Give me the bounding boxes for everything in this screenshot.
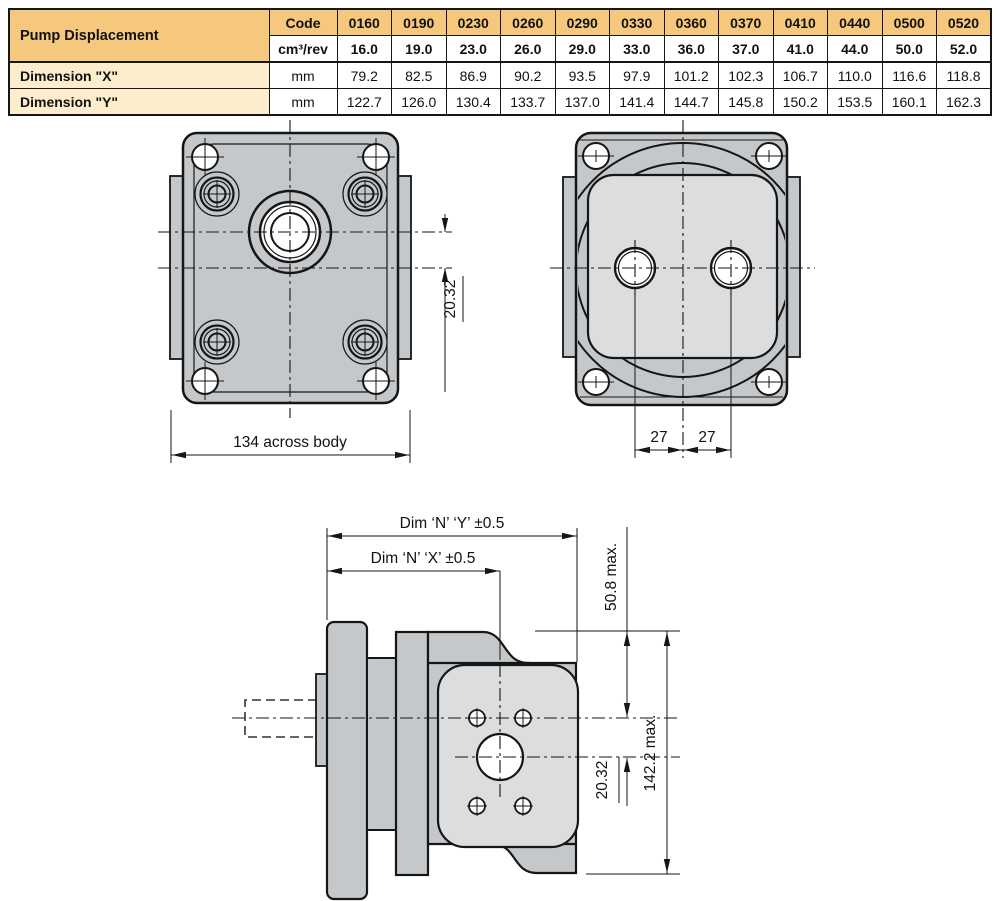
rear-right-tab — [786, 176, 801, 358]
side-dim-x: Dim ‘N’ ‘X’ ±0.5 — [327, 550, 500, 575]
value-cell: 144.7 — [663, 88, 719, 116]
side-neck — [366, 657, 398, 831]
value-cell: 82.5 — [391, 61, 447, 89]
front-dim-width: 134 across body — [170, 410, 411, 463]
value-cell: 79.2 — [336, 61, 392, 89]
code-cell: 0290 — [554, 8, 610, 36]
rear-view: 27 27 — [550, 120, 815, 458]
value-cell: 106.7 — [772, 61, 828, 89]
front-view: 20.32 134 across body — [158, 120, 464, 463]
side-front-section — [394, 630, 430, 877]
unit-cell: mm — [268, 61, 338, 89]
side-dim-top-label: 50.8 max. — [603, 543, 620, 611]
value-cell: 110.0 — [827, 61, 883, 89]
side-dim-height-label: 142.2 max. — [642, 715, 659, 792]
value-cell: 118.8 — [936, 61, 992, 89]
displacement-cell: 19.0 — [391, 35, 447, 63]
unit-cell: mm — [268, 88, 338, 116]
code-cell: 0440 — [827, 8, 883, 36]
value-cell: 102.3 — [718, 61, 774, 89]
value-cell: 145.8 — [718, 88, 774, 116]
value-cell: 160.1 — [881, 88, 937, 116]
displacement-cell: 33.0 — [609, 35, 665, 63]
unit-header: cm³/rev — [268, 35, 338, 63]
displacement-cell: 37.0 — [718, 35, 774, 63]
side-dim-offset-label: 20.32 — [594, 761, 611, 800]
side-collar — [315, 673, 328, 767]
rear-dim-left-label: 27 — [650, 429, 667, 446]
displacement-cell: 41.0 — [772, 35, 828, 63]
code-cell: 0260 — [500, 8, 556, 36]
side-view: Dim ‘N’ ‘Y’ ±0.5 Dim ‘N’ ‘X’ ±0.5 50.8 m… — [232, 515, 680, 901]
value-cell: 97.9 — [609, 61, 665, 89]
code-header: Code — [268, 8, 338, 36]
front-bolts — [194, 171, 388, 365]
displacement-cell: 29.0 — [554, 35, 610, 63]
displacement-cell: 36.0 — [663, 35, 719, 63]
value-cell: 93.5 — [554, 61, 610, 89]
side-dim-height: 142.2 max. — [642, 631, 671, 874]
displacement-cell: 23.0 — [445, 35, 501, 63]
rear-corner-holes — [578, 142, 787, 396]
value-cell: 126.0 — [391, 88, 447, 116]
value-cell: 86.9 — [445, 61, 501, 89]
displacement-cell: 16.0 — [336, 35, 392, 63]
rear-dim-ports: 27 27 — [634, 296, 732, 458]
value-cell: 153.5 — [827, 88, 883, 116]
rear-left-tab — [562, 176, 577, 358]
value-cell: 133.7 — [500, 88, 556, 116]
code-cell: 0500 — [881, 8, 937, 36]
side-dim-top: 50.8 max. 20.32 — [594, 527, 631, 806]
displacement-cell: 44.0 — [827, 35, 883, 63]
side-dim-x-label: Dim ‘N’ ‘X’ ±0.5 — [371, 550, 476, 567]
displacement-cell: 52.0 — [936, 35, 992, 63]
value-cell: 162.3 — [936, 88, 992, 116]
value-cell: 130.4 — [445, 88, 501, 116]
displacement-cell: 50.0 — [881, 35, 937, 63]
front-dim-width-label: 134 across body — [233, 434, 347, 451]
front-corner-holes — [186, 138, 395, 400]
code-cell: 0520 — [936, 8, 992, 36]
rear-dim-right-label: 27 — [698, 429, 715, 446]
code-cell: 0190 — [391, 8, 447, 36]
value-cell: 150.2 — [772, 88, 828, 116]
side-dim-y: Dim ‘N’ ‘Y’ ±0.5 — [326, 515, 578, 662]
side-dim-y-label: Dim ‘N’ ‘Y’ ±0.5 — [400, 515, 505, 532]
front-dim-offset-label: 20.32 — [442, 280, 459, 319]
code-cell: 0370 — [718, 8, 774, 36]
value-cell: 137.0 — [554, 88, 610, 116]
displacement-cell: 26.0 — [500, 35, 556, 63]
side-flange — [325, 620, 369, 901]
dimension-label: Dimension "Y" — [8, 88, 270, 116]
value-cell: 101.2 — [663, 61, 719, 89]
front-dim-offset: 20.32 — [441, 214, 464, 392]
